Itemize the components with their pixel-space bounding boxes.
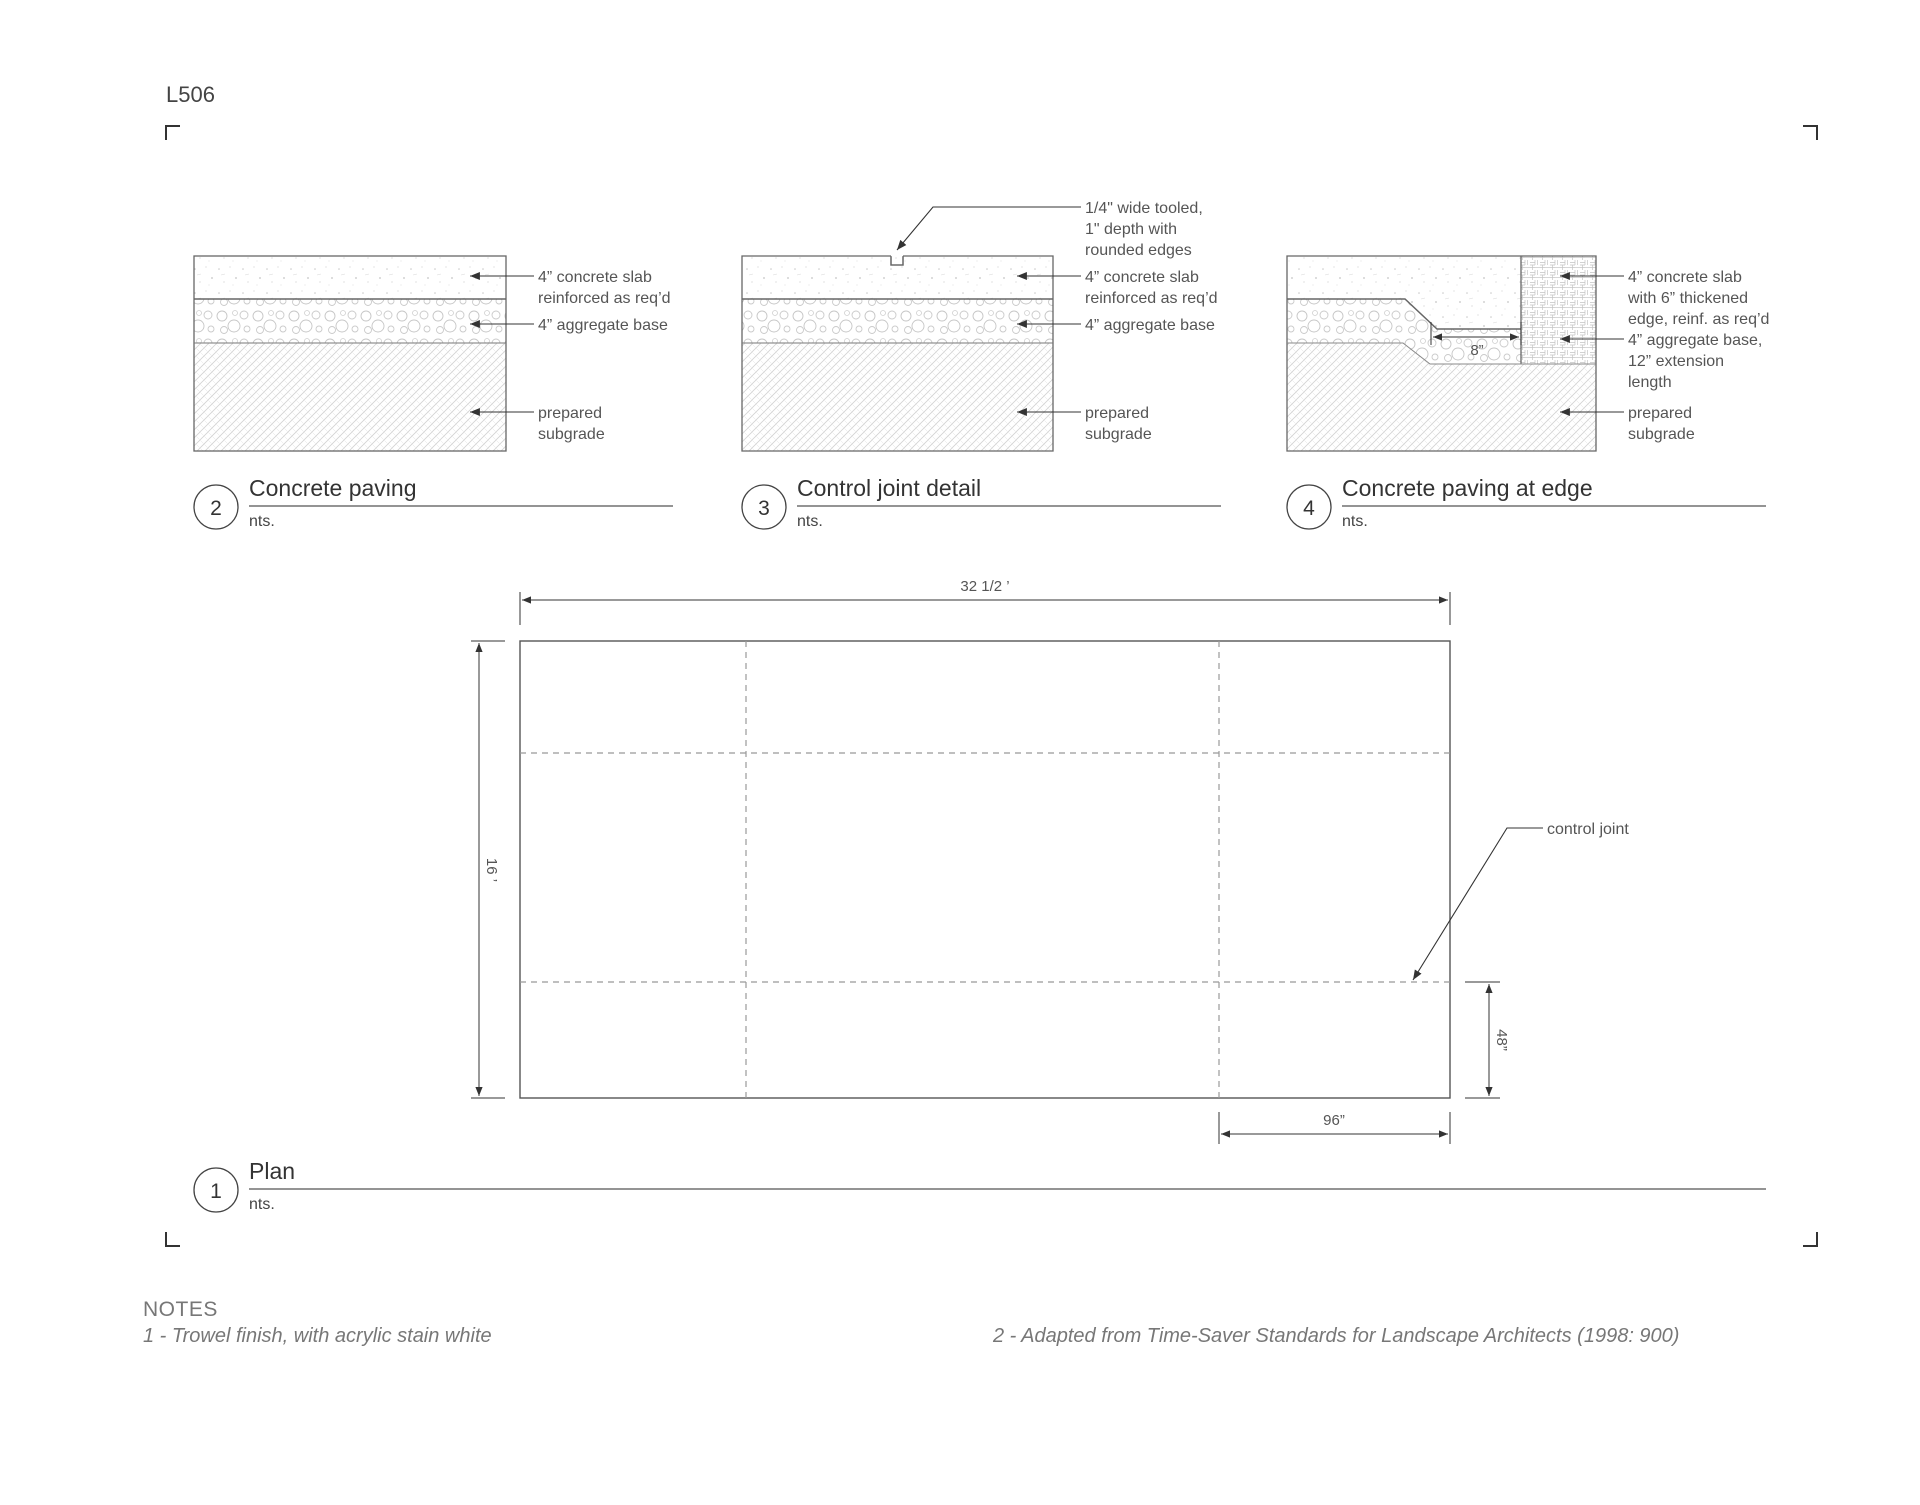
detail-number: 3 bbox=[758, 497, 770, 520]
crop-marks bbox=[165, 125, 1818, 1247]
dimension-height-label: 16 ’ bbox=[483, 858, 500, 882]
detail-3-control-joint: 1/4" wide tooled, 1" depth with rounded … bbox=[741, 200, 1221, 530]
section-drawing: 8” bbox=[1286, 255, 1597, 452]
callout-joint-width: 1/4" wide tooled, bbox=[1085, 200, 1203, 217]
plan-title: Plan bbox=[249, 1158, 295, 1184]
dimension-label: 8” bbox=[1470, 342, 1483, 359]
dimension-width-label: 32 1/2 ’ bbox=[960, 578, 1009, 595]
dimension-8in bbox=[1430, 322, 1522, 345]
callout-arrows bbox=[470, 272, 534, 416]
detail-number-circle bbox=[1286, 484, 1332, 530]
detail-title: Concrete paving at edge bbox=[1342, 475, 1593, 501]
callout-slab: 4” concrete slab bbox=[538, 269, 652, 286]
detail-number: 4 bbox=[1303, 497, 1315, 520]
detail-number-circle bbox=[741, 484, 787, 530]
detail-4-paving-at-edge: 8” 4” concrete slab with 6” thickened ed… bbox=[1286, 255, 1769, 530]
control-joints bbox=[520, 641, 1450, 1098]
detail-title: Control joint detail bbox=[797, 475, 981, 501]
detail-title: Concrete paving bbox=[249, 475, 417, 501]
callout-arrows bbox=[896, 206, 1081, 416]
callout-subgrade-2: subgrade bbox=[1628, 426, 1695, 443]
callout-aggregate-base: 4” aggregate base, bbox=[1628, 332, 1762, 349]
paving-slab-outline bbox=[519, 640, 1451, 1099]
callout-thickened-edge: with 6” thickened bbox=[1627, 290, 1748, 307]
callout-slab-reinforcement: reinforced as req’d bbox=[1085, 290, 1218, 307]
callout-arrows bbox=[1560, 272, 1624, 416]
note-item-1: 1 - Trowel finish, with acrylic stain wh… bbox=[143, 1325, 492, 1347]
sheet-id: L506 bbox=[166, 82, 215, 107]
detail-scale: nts. bbox=[1342, 513, 1368, 530]
callout-edge-reinforcement: edge, reinf. as req’d bbox=[1628, 311, 1769, 328]
detail-title-block: 4 Concrete paving at edge nts. bbox=[1286, 475, 1766, 530]
callout-subgrade-2: subgrade bbox=[1085, 426, 1152, 443]
callout-joint-edges: rounded edges bbox=[1085, 242, 1192, 259]
dimension-overall-width bbox=[519, 592, 1451, 625]
callout-extension-length: length bbox=[1628, 374, 1672, 391]
detail-2-concrete-paving: 4” concrete slab reinforced as req’d 4” … bbox=[193, 255, 673, 530]
plan-number-circle bbox=[193, 1167, 239, 1213]
dimension-joint-spacing-vertical bbox=[1465, 981, 1500, 1099]
dimension-joint-spacing-horizontal bbox=[1218, 1112, 1451, 1144]
control-joint-leader bbox=[1412, 827, 1543, 981]
plan-number: 1 bbox=[210, 1180, 222, 1203]
note-item-2: 2 - Adapted from Time-Saver Standards fo… bbox=[993, 1325, 1680, 1347]
notes-heading: NOTES bbox=[143, 1298, 218, 1321]
callout-joint-depth: 1" depth with bbox=[1085, 221, 1177, 238]
detail-1-plan: 32 1/2 ’ 16 ’ 48” 96” control joint 1 bbox=[193, 578, 1766, 1213]
detail-scale: nts. bbox=[797, 513, 823, 530]
detail-number: 2 bbox=[210, 497, 222, 520]
section-drawing bbox=[741, 254, 1054, 452]
callout-aggregate-base: 4” aggregate base bbox=[1085, 317, 1215, 334]
callout-slab-reinforcement: reinforced as req’d bbox=[538, 290, 671, 307]
detail-title-block: 3 Control joint detail nts. bbox=[741, 475, 1221, 530]
callout-subgrade-1: prepared bbox=[1085, 405, 1149, 422]
callout-subgrade-1: prepared bbox=[1628, 405, 1692, 422]
detail-scale: nts. bbox=[249, 513, 275, 530]
callout-aggregate-base: 4” aggregate base bbox=[538, 317, 668, 334]
control-joint-callout: control joint bbox=[1547, 821, 1629, 838]
callout-extension: 12” extension bbox=[1628, 353, 1724, 370]
dimension-overall-height bbox=[471, 640, 505, 1099]
detail-number-circle bbox=[193, 484, 239, 530]
section-drawing bbox=[193, 255, 507, 452]
dimension-96-label: 96” bbox=[1323, 1112, 1345, 1129]
callout-slab: 4” concrete slab bbox=[1628, 269, 1742, 286]
callout-subgrade-1: prepared bbox=[538, 405, 602, 422]
detail-title-block: 2 Concrete paving nts. bbox=[193, 475, 673, 530]
callout-slab: 4” concrete slab bbox=[1085, 269, 1199, 286]
plan-title-block: 1 Plan nts. bbox=[193, 1158, 1766, 1213]
dimension-48-label: 48” bbox=[1493, 1029, 1510, 1051]
callout-subgrade-2: subgrade bbox=[538, 426, 605, 443]
plan-scale: nts. bbox=[249, 1196, 275, 1213]
